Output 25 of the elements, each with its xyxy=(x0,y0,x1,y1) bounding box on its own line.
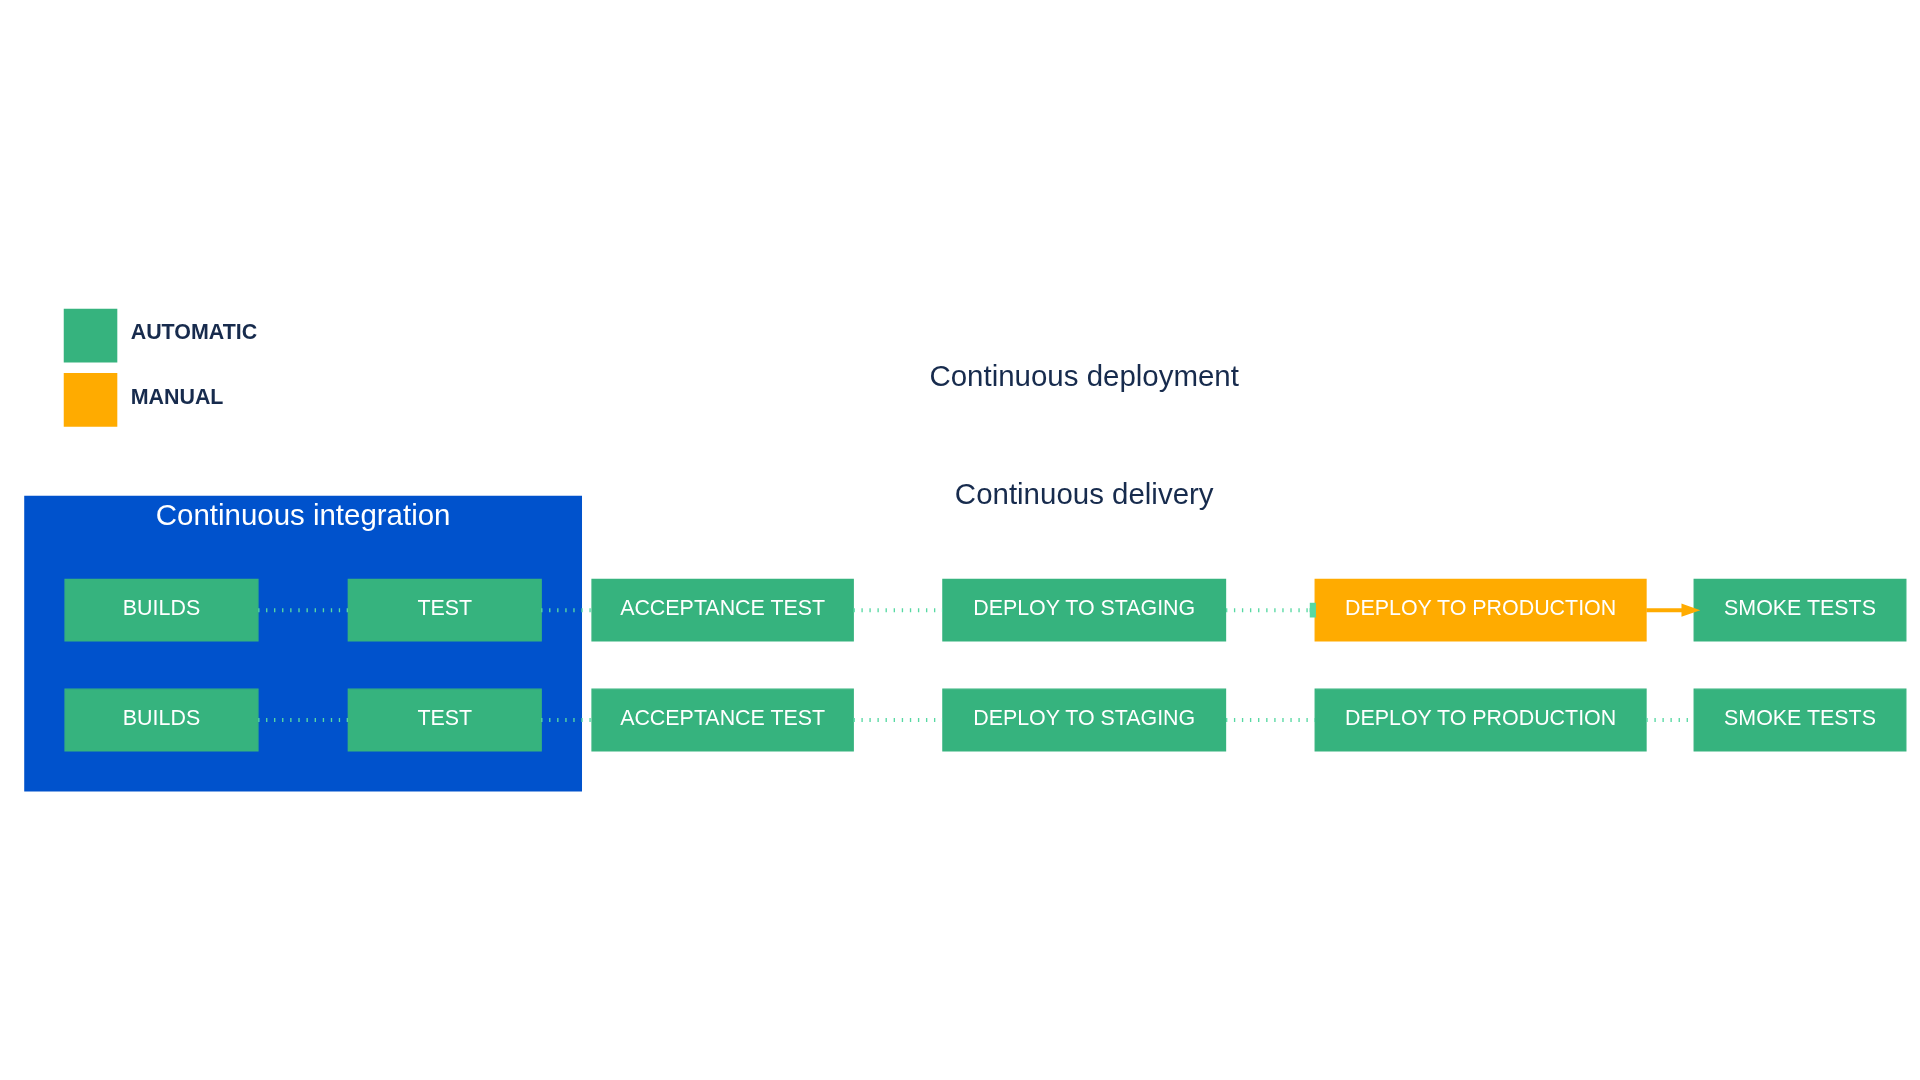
connector xyxy=(258,607,349,612)
node-box: ACCEPTANCE TEST xyxy=(591,578,854,642)
connector xyxy=(1226,717,1315,722)
node-box: TEST xyxy=(347,578,542,642)
connector xyxy=(853,717,943,722)
node-box: SMOKE TESTS xyxy=(1693,578,1907,642)
node-box: SMOKE TESTS xyxy=(1693,688,1907,751)
node-box: DEPLOY TO STAGING xyxy=(942,578,1227,642)
connector xyxy=(1226,602,1316,617)
connector xyxy=(541,607,592,612)
legend-label: AUTOMATIC xyxy=(130,319,258,344)
arrow xyxy=(1646,603,1701,617)
legend-label: MANUAL xyxy=(130,384,224,409)
label: Continuous delivery xyxy=(954,476,1214,510)
node-box: DEPLOY TO PRODUCTION xyxy=(1314,688,1647,751)
node-box: BUILDS xyxy=(64,578,259,642)
connector xyxy=(853,607,943,612)
node-box: TEST xyxy=(347,688,542,751)
connector xyxy=(258,717,349,722)
node-box: BUILDS xyxy=(64,688,259,751)
node-box: DEPLOY TO STAGING xyxy=(942,688,1227,751)
connector xyxy=(541,717,592,722)
node-box: DEPLOY TO PRODUCTION xyxy=(1314,578,1647,642)
node-box: ACCEPTANCE TEST xyxy=(591,688,854,751)
label: Continuous deployment xyxy=(929,358,1239,392)
